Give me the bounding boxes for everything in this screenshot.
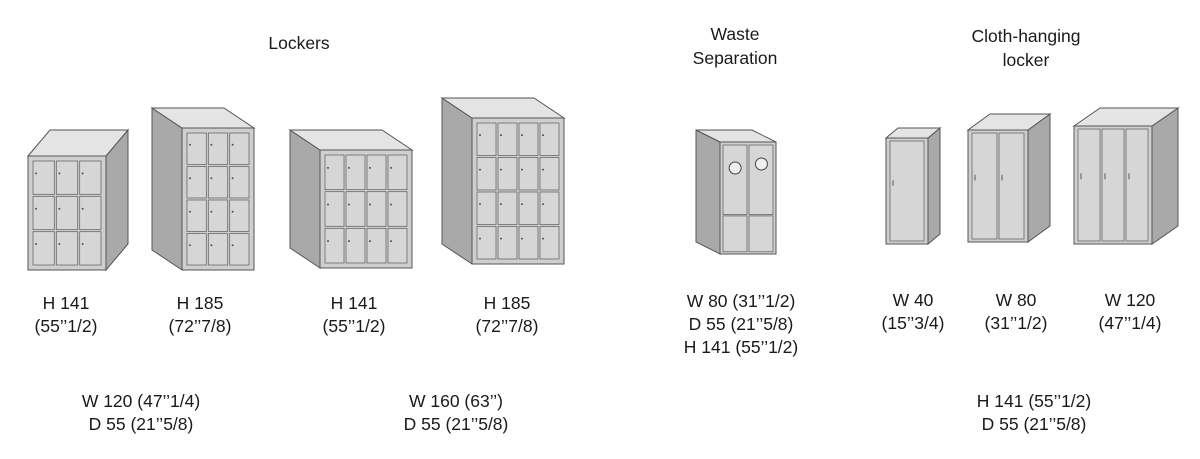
cabinet-locker-3	[288, 129, 414, 269]
cabinet-cloth-1	[884, 126, 942, 246]
cabinet-locker-4	[440, 97, 566, 265]
cabinet-locker-1	[26, 128, 130, 272]
cabinet-waste-separation	[695, 129, 777, 255]
heading-waste-separation: Waste Separation	[692, 24, 778, 68]
label-locker-3: H 141 (55’’1/2)	[322, 293, 386, 336]
cabinet-cloth-3	[1072, 107, 1180, 245]
dims-lockers-w160: W 160 (63’’) D 55 (21’’5/8)	[403, 391, 509, 434]
dims-cloth-hanging: H 141 (55’’1/2) D 55 (21’’5/8)	[976, 391, 1092, 434]
label-locker-1: H 141 (55’’1/2)	[34, 293, 98, 336]
dims-lockers-w120: W 120 (47’’1/4) D 55 (21’’5/8)	[81, 391, 201, 434]
label-locker-4: H 185 (72’’7/8)	[475, 293, 539, 336]
label-cloth-1: W 40 (15’’3/4)	[881, 290, 945, 333]
cabinet-cloth-2	[966, 113, 1052, 243]
label-locker-2: H 185 (72’’7/8)	[168, 293, 232, 336]
label-cloth-3: W 120 (47’’1/4)	[1098, 290, 1162, 333]
label-cloth-2: W 80 (31’’1/2)	[984, 290, 1048, 333]
heading-lockers: Lockers	[268, 33, 330, 53]
cabinet-locker-2	[150, 107, 256, 271]
heading-cloth-hanging-locker: Cloth-hanging locker	[971, 26, 1081, 70]
label-waste-separation: W 80 (31’’1/2) D 55 (21’’5/8) H 141 (55’…	[683, 291, 799, 357]
